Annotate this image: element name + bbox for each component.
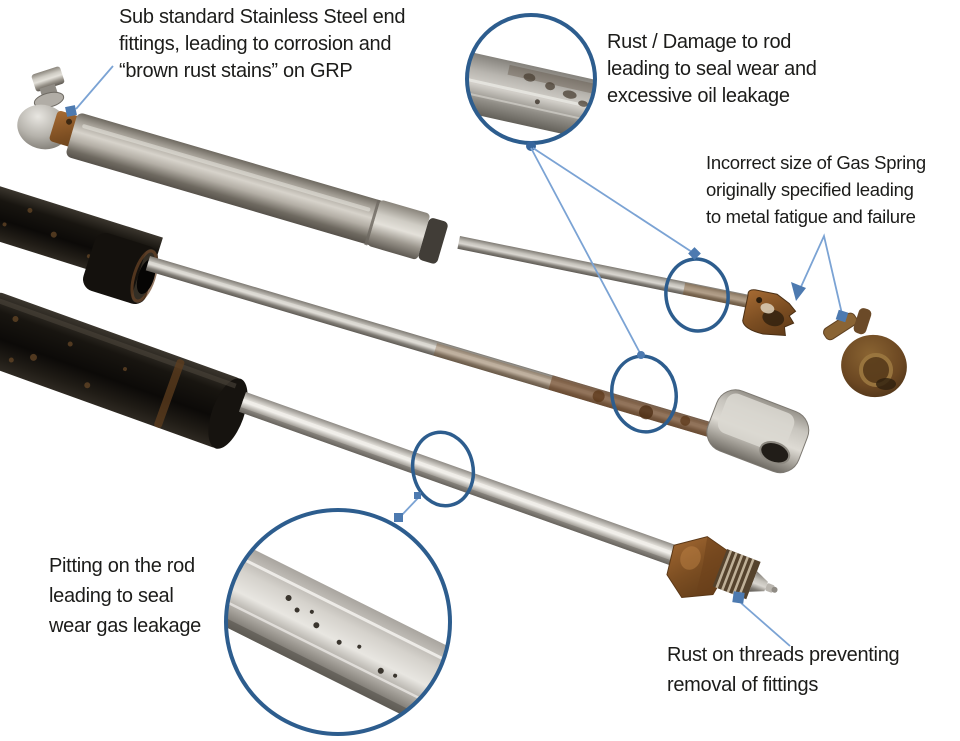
annotation-line: fittings, leading to corrosion and <box>119 33 392 55</box>
clevis-eye-fitting <box>706 389 810 474</box>
magnifier-circle-pitting <box>224 508 452 736</box>
annotation-line: originally specified leading <box>706 179 914 200</box>
spring1-rod <box>457 236 756 309</box>
annotation-pitting: Pitting on the rod leading to seal wear … <box>49 551 201 641</box>
spring1-body <box>66 113 448 264</box>
highlight-circle-rod3 <box>410 430 476 508</box>
connector-line-rust-to-rod1 <box>532 147 696 255</box>
annotation-line: excessive oil leakage <box>607 85 790 107</box>
gas-spring-stainless <box>17 66 797 337</box>
rusty-eyelet-fitting <box>823 308 907 398</box>
annotation-sub-standard: Sub standard Stainless Steel end fitting… <box>119 4 405 85</box>
annotation-line: to metal fatigue and failure <box>706 206 916 227</box>
ball-stud-fitting <box>31 66 65 109</box>
annotation-rust-threads: Rust on threads preventing removal of fi… <box>667 640 900 700</box>
connector-line-rust-to-rod2 <box>530 147 641 354</box>
gas-spring-bottom <box>0 292 778 600</box>
rusty-threads <box>712 549 778 600</box>
annotation-line: wear gas leakage <box>49 615 201 637</box>
annotation-line: Pitting on the rod <box>49 555 195 577</box>
annotation-rust-damage: Rust / Damage to rod leading to seal wea… <box>607 29 817 110</box>
connector-markers <box>65 105 849 604</box>
magnified-rod-rust <box>468 48 594 142</box>
annotation-line: “brown rust stains” on GRP <box>119 60 353 82</box>
connector-vee-incorrect-size <box>799 233 843 315</box>
annotation-line: Rust / Damage to rod <box>607 31 792 53</box>
broken-rod-end-fitting <box>742 289 797 337</box>
annotation-line: leading to seal <box>49 585 174 607</box>
connector-line-pitting <box>399 496 420 518</box>
gas-spring-middle <box>0 185 810 474</box>
annotation-line: Sub standard Stainless Steel end <box>119 6 406 28</box>
spring3-tube <box>0 292 248 449</box>
connector-lines <box>75 65 843 647</box>
magnifier-circle-rust-damage <box>465 13 597 151</box>
spring3-rod <box>238 392 699 573</box>
annotation-incorrect-size: Incorrect size of Gas Spring originally … <box>706 149 926 230</box>
annotation-line: removal of fittings <box>667 674 819 696</box>
annotation-line: leading to seal wear and <box>607 58 817 80</box>
connector-line-substandard <box>75 65 114 110</box>
annotation-line: Rust on threads preventing <box>667 644 900 666</box>
connector-line-threads <box>740 602 791 647</box>
annotation-line: Incorrect size of Gas Spring <box>706 152 926 173</box>
magnified-rod-pitting <box>227 535 449 729</box>
spring2-rod <box>145 255 718 439</box>
highlight-circle-rod1 <box>664 257 730 333</box>
